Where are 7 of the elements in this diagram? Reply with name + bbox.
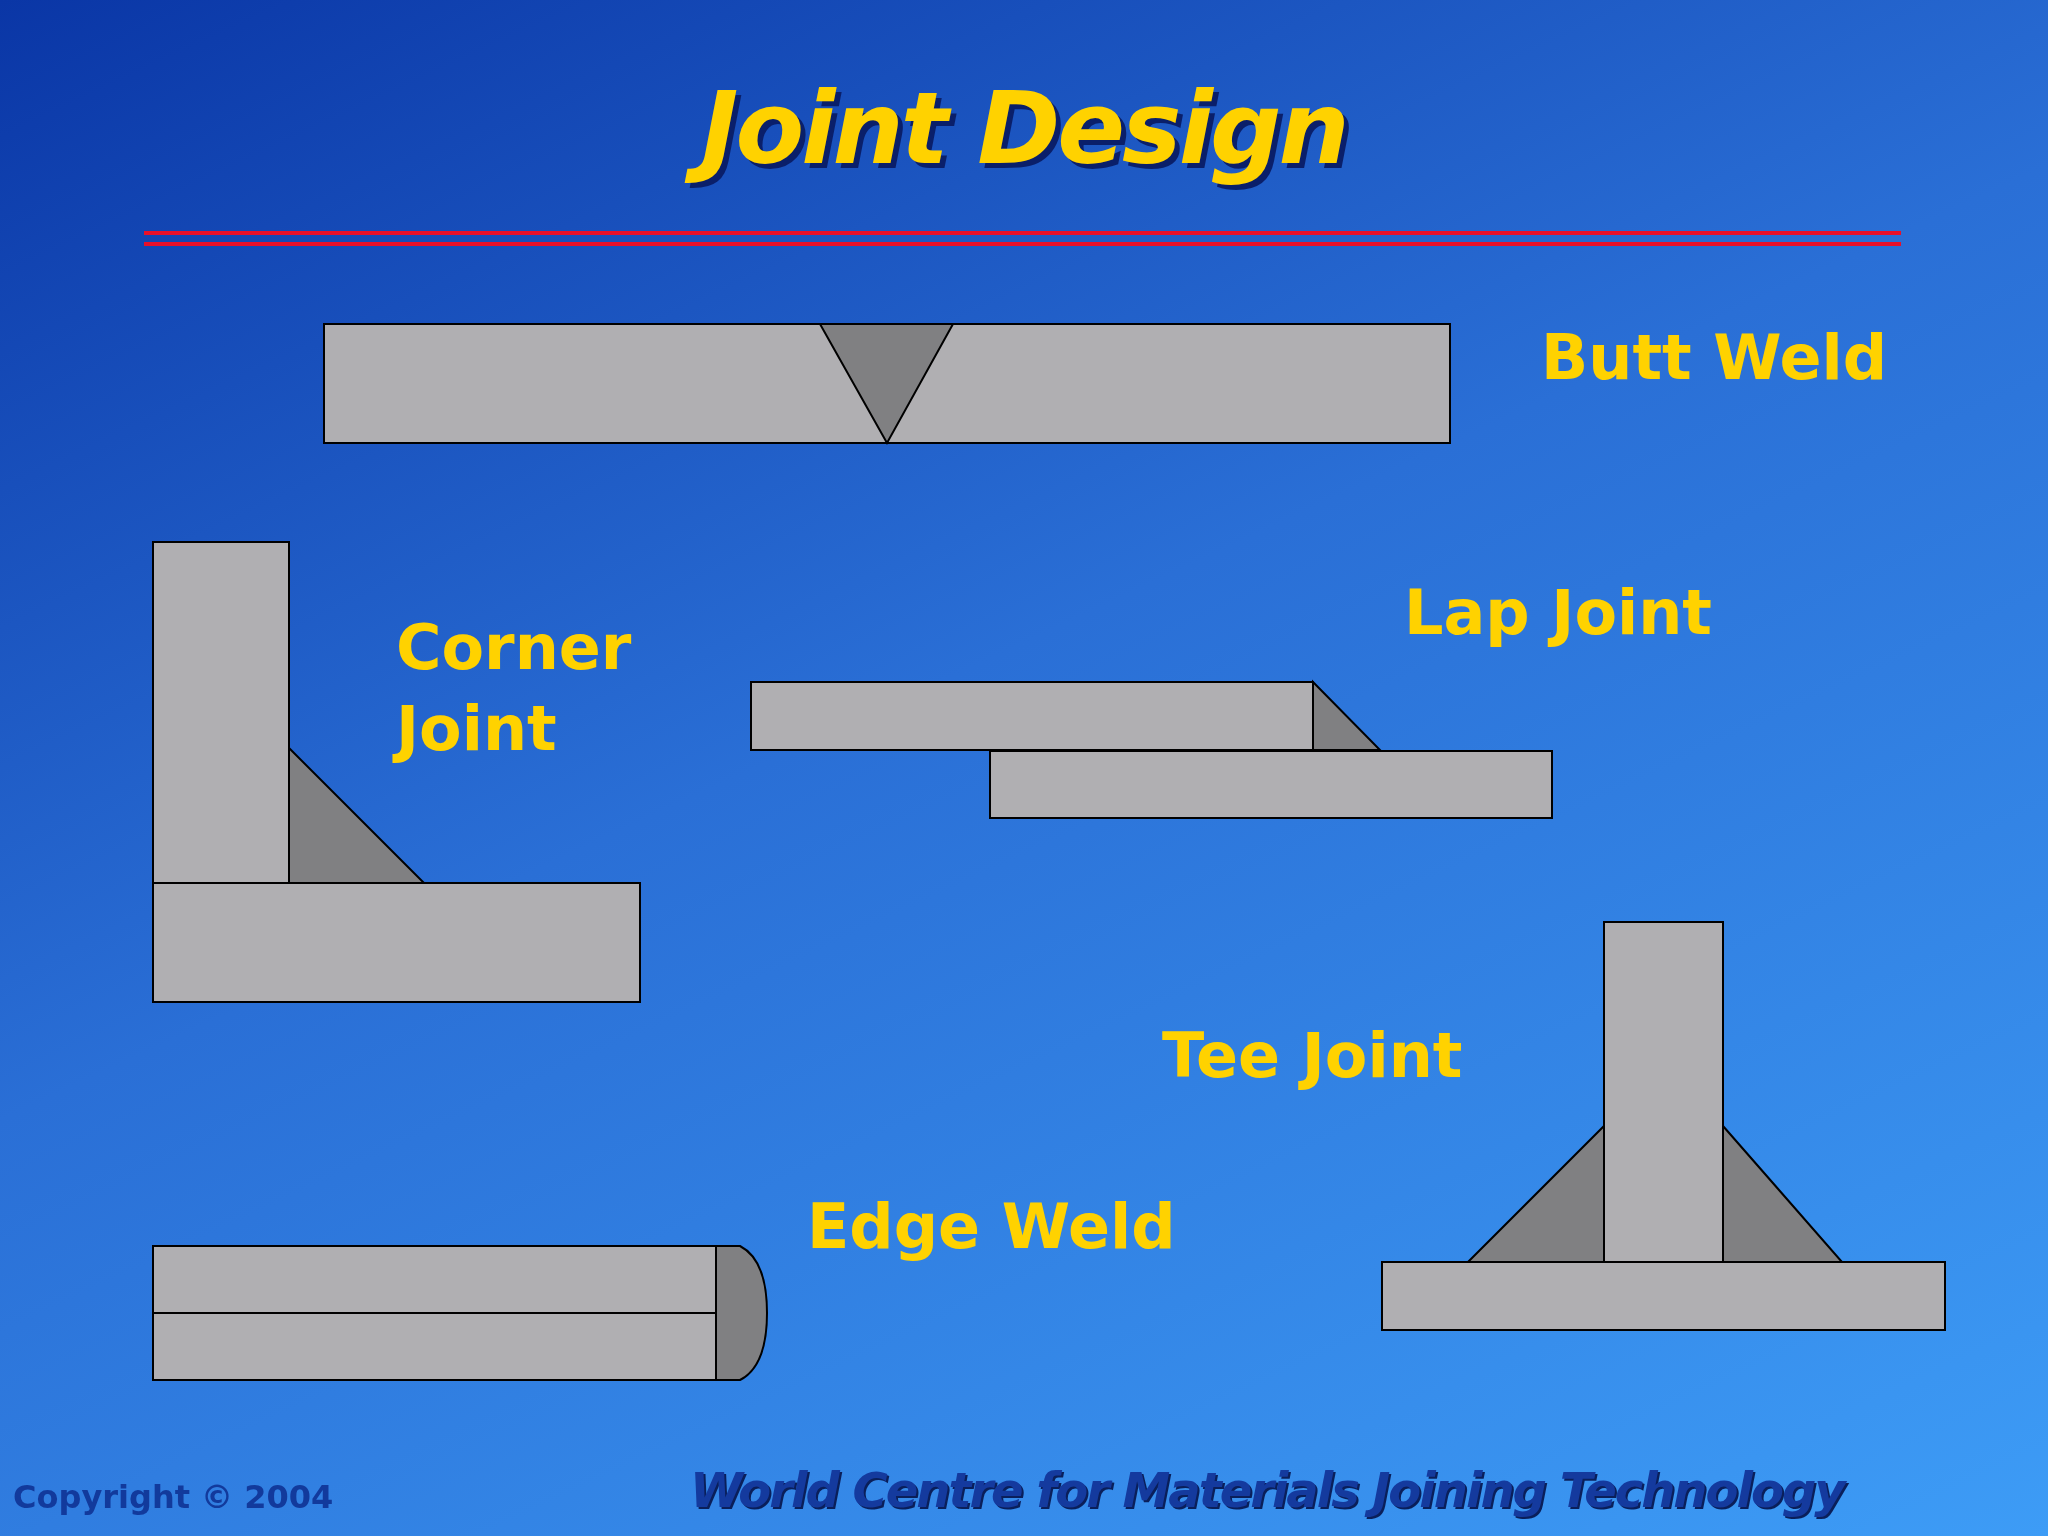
joint-label: Lap Joint <box>1404 575 1713 651</box>
joint-label: Butt Weld <box>1541 320 1889 396</box>
tagline: World Centre for Materials Joining Technology <box>690 1462 1844 1518</box>
joint-label: Tee Joint <box>1162 1018 1464 1094</box>
copyright-notice: Copyright © 2004 <box>13 1478 334 1516</box>
slide-title: Joint Design <box>0 70 2048 187</box>
joint-label: Edge Weld <box>807 1189 1177 1265</box>
